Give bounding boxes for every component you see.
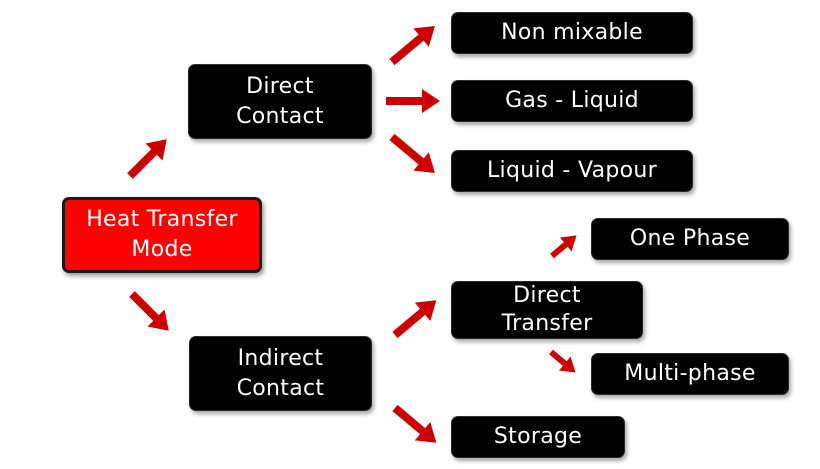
node-multi-phase: Multi-phase <box>591 353 789 395</box>
node-heat-transfer-mode: Heat Transfer Mode <box>62 197 262 273</box>
arrow-root-to-indirect-contact <box>129 291 169 331</box>
node-gas-liquid: Gas - Liquid <box>451 80 693 122</box>
node-one-phase: One Phase <box>591 218 789 260</box>
node-liquid-vapour: Liquid - Vapour <box>451 150 693 192</box>
arrow-direct-transfer-to-multi-phase <box>549 349 576 373</box>
node-indirect-contact: Indirect Contact <box>189 336 372 411</box>
node-direct-transfer: Direct Transfer <box>451 281 643 339</box>
arrow-direct-to-non-mixable <box>389 26 435 66</box>
arrow-root-to-direct-contact <box>127 139 167 179</box>
arrow-indirect-to-storage <box>392 404 437 443</box>
node-storage: Storage <box>451 416 625 458</box>
arrow-indirect-to-direct-transfer <box>392 300 437 339</box>
arrow-direct-to-liquid-vapour <box>389 133 435 173</box>
arrow-direct-to-gas-liquid <box>386 89 440 113</box>
arrow-direct-transfer-to-one-phase <box>550 235 577 259</box>
node-direct-contact: Direct Contact <box>188 64 372 139</box>
node-non-mixable: Non mixable <box>451 12 693 54</box>
